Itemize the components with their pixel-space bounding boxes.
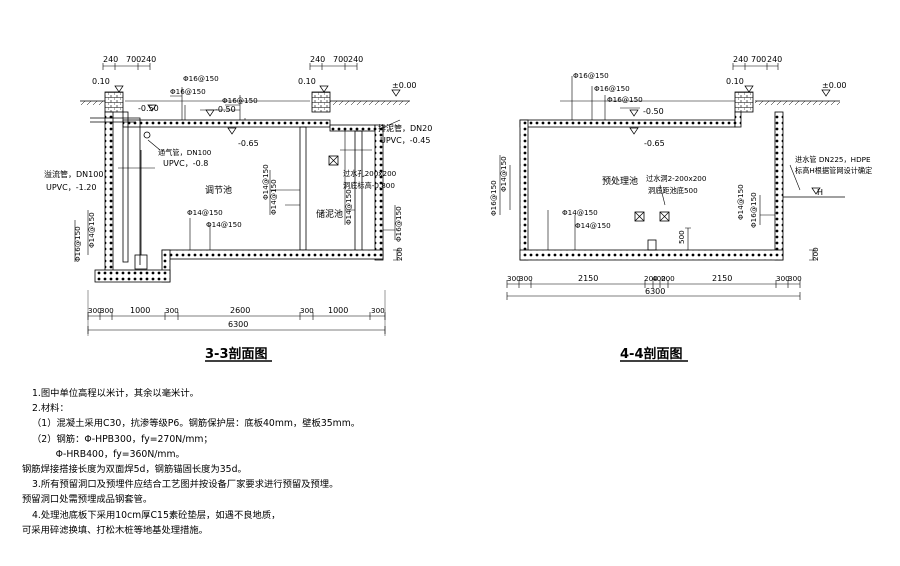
note-line: 1.图中单位高程以米计，其余以毫米计。 (32, 388, 199, 399)
wall-rebar-3: Φ14@150 (344, 189, 353, 225)
bottom-dim-6: 200 (661, 274, 675, 283)
bottom-dim-2: 300 (519, 274, 533, 283)
dim-top-left-3: 240 (141, 55, 156, 64)
elev-ground: ±0.00 (822, 81, 847, 90)
section-3-3-labels: 240 700 240 240 700 240 0.10 0.10 ±0.00 … (44, 55, 432, 362)
wall-rebar-3: Φ14@150 (736, 184, 745, 220)
rebar-top-3: Φ16@150 (607, 95, 643, 104)
wall-rebar-4: Φ16@150 (394, 206, 403, 242)
hole-2: 洞底标高-0.800 (343, 181, 395, 190)
inlet-2: 标高H根据管网设计确定 (795, 166, 872, 175)
bottom-rebar-2: Φ14@150 (206, 220, 242, 229)
level-h: H (817, 188, 823, 197)
sludge-pipe-1: 排泥管，DN20 (378, 123, 432, 133)
bottom-dim-6: 300 (300, 306, 314, 315)
bottom-rebar-1: Φ14@150 (187, 208, 223, 217)
dim-top-1: 240 (733, 55, 748, 64)
bottom-dim-4: 300 (165, 306, 179, 315)
hole-1: 过水孔200x200 (343, 169, 397, 178)
bottom-rebar-2: Φ14@150 (575, 221, 611, 230)
design-notes: 1.图中单位高程以米计，其余以毫米计。 2.材料： （1）混凝土采用C30，抗渗… (22, 386, 502, 538)
vent-pipe-2: UPVC，-0.8 (163, 159, 208, 168)
note-line: （2）钢筋：Φ-HPB300，fy=270N/mm； (32, 433, 213, 445)
overflow-pipe-2: UPVC，-1.20 (46, 183, 96, 192)
bottom-dim-9: 300 (788, 274, 802, 283)
bottom-dim-2: 300 (100, 306, 114, 315)
dim-top-left-2: 700 (126, 55, 141, 64)
rebar-top-2: Φ16@150 (594, 84, 630, 93)
section-4-4-title: 4-4剖面图 (620, 346, 683, 362)
dim-500: 500 (677, 230, 686, 244)
elev-inner-left: -0.50 (138, 104, 159, 113)
bottom-rebar-1: Φ14@150 (562, 208, 598, 217)
dim-top-2: 700 (751, 55, 766, 64)
note-line: 预留洞口处需预埋成品钢套管。 (22, 494, 153, 506)
wall-rebar-1: Φ14@150 (269, 179, 278, 215)
inlet-1: 进水管 DN225，HDPE (795, 155, 871, 164)
tank-sludge: 储泥池 (316, 208, 343, 220)
bottom-dim-1: 300 (88, 306, 102, 315)
note-line: 钢筋焊接搭接长度为双面焊5d，钢筋锚固长度为35d。 (22, 464, 247, 476)
bottom-dim-5: 400 (652, 274, 666, 283)
elev-left-top: 0.10 (92, 77, 110, 86)
elev-ground: ±0.00 (392, 81, 417, 90)
hole-1: 过水洞2-200x200 (646, 174, 707, 183)
dim-top-left-1: 240 (103, 55, 118, 64)
bottom-dim-5: 2600 (230, 306, 250, 315)
wall-rebar-4: Φ16@150 (749, 192, 758, 228)
right-dim: 200 (395, 247, 404, 261)
bottom-dim-3: 2150 (578, 274, 598, 283)
dim-top-right-2: 700 (333, 55, 348, 64)
dim-top-3: 240 (767, 55, 782, 64)
section-4-4-labels: 240 700 240 0.10 ±0.00 -0.50 -0.65 Φ16@1… (489, 55, 872, 362)
bottom-dim-4: 200 (644, 274, 658, 283)
bottom-dim-7: 1000 (328, 306, 348, 315)
note-line: 4.处理池底板下采用10cm厚C15素砼垫层，如遇不良地质， (32, 509, 281, 521)
bottom-dim-8: 300 (776, 274, 790, 283)
note-line: 3.所有预留洞口及预埋件应结合工艺图并按设备厂家要求进行预留及预埋。 (32, 479, 339, 491)
elev-inner: -0.50 (643, 107, 664, 116)
bottom-dim-8: 300 (371, 306, 385, 315)
note-line: Φ-HRB400，fy=360N/mm。 (32, 448, 185, 460)
rebar-top-3: Φ16@150 (222, 96, 258, 105)
elev-top: 0.10 (726, 77, 744, 86)
rebar-top-1: Φ16@150 (573, 71, 609, 80)
wall-rebar-6: Φ16@150 (73, 226, 82, 262)
rebar-top-1: Φ16@150 (183, 74, 219, 83)
bottom-total: 6300 (228, 320, 248, 329)
note-line: （1）混凝土采用C30，抗渗等级P6。钢筋保护层：底板40mm，壁板35mm。 (32, 418, 361, 430)
tank-regulating: 调节池 (205, 184, 232, 196)
dim-top-right-1: 240 (310, 55, 325, 64)
dim-top-right-3: 240 (348, 55, 363, 64)
section-3-3-title: 3-3剖面图 (205, 346, 268, 362)
wall-rebar-2: Φ14@150 (499, 156, 508, 192)
overflow-pipe-1: 溢流管，DN100 (44, 169, 103, 179)
note-line: 可采用碎滤换填、打松木桩等地基处理措施。 (22, 524, 208, 536)
tank-pretreat: 预处理池 (602, 175, 638, 187)
bottom-dim-7: 2150 (712, 274, 732, 283)
wall-rebar-5: Φ14@150 (87, 212, 96, 248)
bottom-dim-1: 300 (507, 274, 521, 283)
right-dim: 200 (811, 247, 820, 261)
wall-rebar-2: Φ14@150 (261, 164, 270, 200)
elev-inner-left2: -0.65 (238, 139, 259, 148)
vent-pipe-1: 通气管，DN100 (158, 148, 212, 157)
rebar-top-2: Φ16@150 (170, 87, 206, 96)
section-3-3 (74, 63, 410, 362)
section-4-4 (499, 63, 845, 362)
note-line: 2.材料： (32, 403, 69, 415)
wall-rebar-1: Φ16@150 (489, 180, 498, 216)
elev-right-top: 0.10 (298, 77, 316, 86)
elev-inner2: -0.65 (644, 139, 665, 148)
elev-inner-mid: -0.50 (215, 105, 236, 114)
bottom-total: 6300 (645, 287, 665, 296)
bottom-dim-3: 1000 (130, 306, 150, 315)
sludge-pipe-2: UPVC，-0.45 (380, 136, 430, 145)
hole-2: 洞底距池底500 (648, 186, 698, 195)
